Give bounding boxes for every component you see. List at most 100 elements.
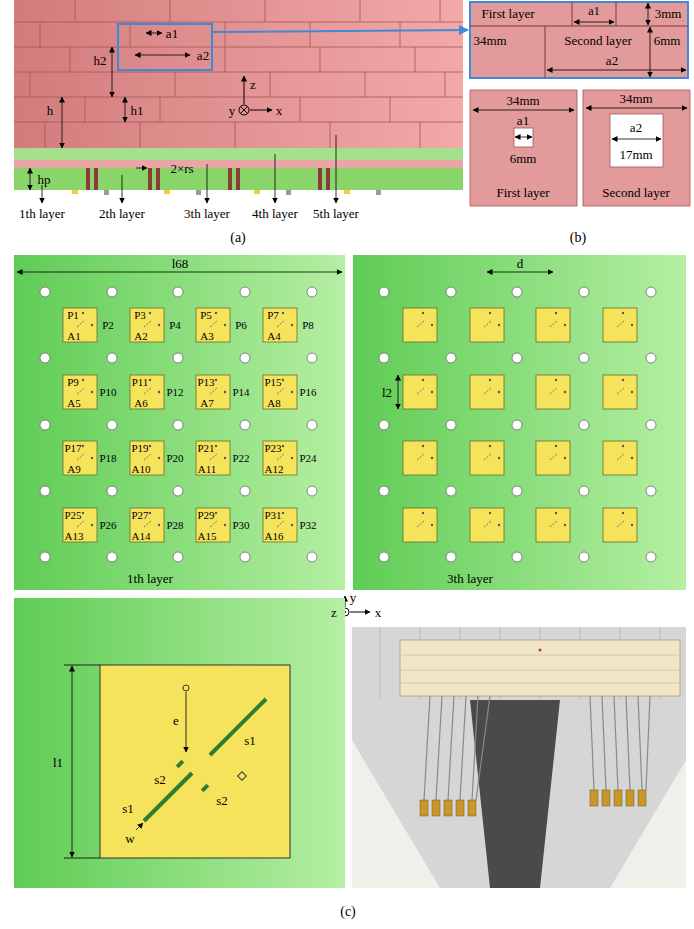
array-boards bbox=[14, 255, 686, 616]
port-label: P26 bbox=[99, 520, 116, 531]
array-board: 3th layer bbox=[353, 255, 686, 590]
port-label: P4 bbox=[169, 320, 181, 331]
port-label: P21 bbox=[197, 443, 214, 454]
dimension-label: s1 bbox=[244, 734, 256, 747]
panel-label: (c) bbox=[340, 905, 356, 919]
dimension-label: y bbox=[350, 591, 357, 604]
dimension-label: 3mm bbox=[655, 7, 682, 20]
port-label: P13 bbox=[197, 377, 214, 388]
node-label: A10 bbox=[132, 464, 151, 475]
node-label: A11 bbox=[198, 464, 217, 475]
panel-label: (a) bbox=[230, 231, 246, 245]
array-board: 1th layerA1A2A3A4A5A6A7A8A9A10A11A12A13A… bbox=[14, 255, 345, 590]
port-label: P16 bbox=[299, 387, 316, 398]
side-view bbox=[14, 0, 468, 203]
port-label: P28 bbox=[166, 520, 183, 531]
dimension-label: z bbox=[250, 78, 256, 91]
node-label: A6 bbox=[134, 398, 147, 409]
node-label: 1th layer bbox=[127, 572, 173, 585]
dimension-label: x bbox=[276, 104, 283, 117]
dimension-label: z bbox=[331, 606, 337, 619]
layer-detail bbox=[470, 2, 690, 206]
port-label: P8 bbox=[302, 320, 314, 331]
dimension-label: e bbox=[173, 714, 179, 727]
port-label: P30 bbox=[232, 520, 249, 531]
dimension-label: s2 bbox=[216, 794, 228, 807]
node-label: A13 bbox=[65, 531, 84, 542]
node-label: A4 bbox=[267, 331, 280, 342]
measurement-photo bbox=[352, 627, 686, 888]
node-label: A15 bbox=[198, 531, 217, 542]
port-label: P5 bbox=[200, 310, 212, 321]
dimension-label: x bbox=[375, 606, 382, 619]
layer-label: 2th layer bbox=[99, 207, 145, 220]
port-label: P32 bbox=[299, 520, 316, 531]
port-label: P15 bbox=[264, 377, 281, 388]
node-label: Second layer bbox=[564, 34, 632, 47]
port-label: P2 bbox=[102, 320, 114, 331]
dimension-label: 2×rs bbox=[170, 162, 193, 175]
node-label: A16 bbox=[265, 531, 284, 542]
node-label: A8 bbox=[267, 398, 280, 409]
layer-label: 1th layer bbox=[19, 207, 65, 220]
port-label: P11 bbox=[132, 377, 149, 388]
dimension-label: h2 bbox=[94, 54, 107, 67]
port-label: P20 bbox=[166, 453, 183, 464]
dimension-label: s1 bbox=[122, 802, 134, 815]
node-label: A3 bbox=[200, 331, 213, 342]
port-label: P19 bbox=[131, 443, 148, 454]
dimension-label: l68 bbox=[172, 257, 189, 270]
dimension-label: d bbox=[517, 257, 524, 270]
dimension-label: 34mm bbox=[473, 34, 506, 47]
dimension-label: l1 bbox=[53, 756, 63, 769]
layer-label: 5th layer bbox=[313, 207, 359, 220]
port-label: P14 bbox=[232, 387, 249, 398]
panel-label: (b) bbox=[570, 231, 586, 245]
node-label: First layer bbox=[481, 7, 534, 20]
layer-label: 4th layer bbox=[252, 207, 298, 220]
node-label: A14 bbox=[132, 531, 151, 542]
port-label: P10 bbox=[99, 387, 116, 398]
dimension-label: h bbox=[47, 104, 54, 117]
port-label: P9 bbox=[67, 377, 79, 388]
port-label: P12 bbox=[166, 387, 183, 398]
node-label: A12 bbox=[265, 464, 284, 475]
dimension-label: 34mm bbox=[506, 94, 539, 107]
dimension-label: w bbox=[125, 832, 134, 845]
dimension-label: a1 bbox=[517, 114, 529, 127]
port-label: P27 bbox=[131, 510, 148, 521]
port-label: P17 bbox=[64, 443, 81, 454]
port-label: P22 bbox=[232, 453, 249, 464]
dimension-label: 34mm bbox=[619, 92, 652, 105]
port-label: P7 bbox=[267, 310, 279, 321]
element-detail bbox=[14, 598, 345, 888]
dimension-label: a1 bbox=[588, 5, 599, 17]
port-label: P23 bbox=[264, 443, 281, 454]
port-label: P18 bbox=[99, 453, 116, 464]
dimension-label: a1 bbox=[166, 27, 178, 40]
node-label: 3th layer bbox=[447, 572, 493, 585]
port-label: P3 bbox=[134, 310, 146, 321]
layer-label: 3th layer bbox=[184, 207, 230, 220]
node-label: A5 bbox=[67, 398, 80, 409]
dimension-label: 17mm bbox=[619, 148, 652, 161]
port-label: P1 bbox=[67, 310, 79, 321]
dimension-label: 6mm bbox=[654, 34, 681, 47]
port-label: P31 bbox=[264, 510, 281, 521]
dimension-label: l2 bbox=[382, 386, 392, 399]
node-label: A9 bbox=[67, 464, 80, 475]
port-label: P25 bbox=[64, 510, 81, 521]
dimension-label: y bbox=[229, 104, 236, 117]
dimension-label: hp bbox=[38, 173, 51, 186]
node-label: First layer bbox=[496, 186, 549, 199]
port-label: P29 bbox=[197, 510, 214, 521]
dimension-label: h1 bbox=[131, 104, 144, 117]
dimension-label: a2 bbox=[606, 54, 618, 67]
node-label: A7 bbox=[200, 398, 213, 409]
node-label: A1 bbox=[67, 331, 80, 342]
layer-square: First layer bbox=[470, 90, 577, 206]
dimension-label: s2 bbox=[154, 773, 166, 786]
node-label: Second layer bbox=[602, 186, 670, 199]
